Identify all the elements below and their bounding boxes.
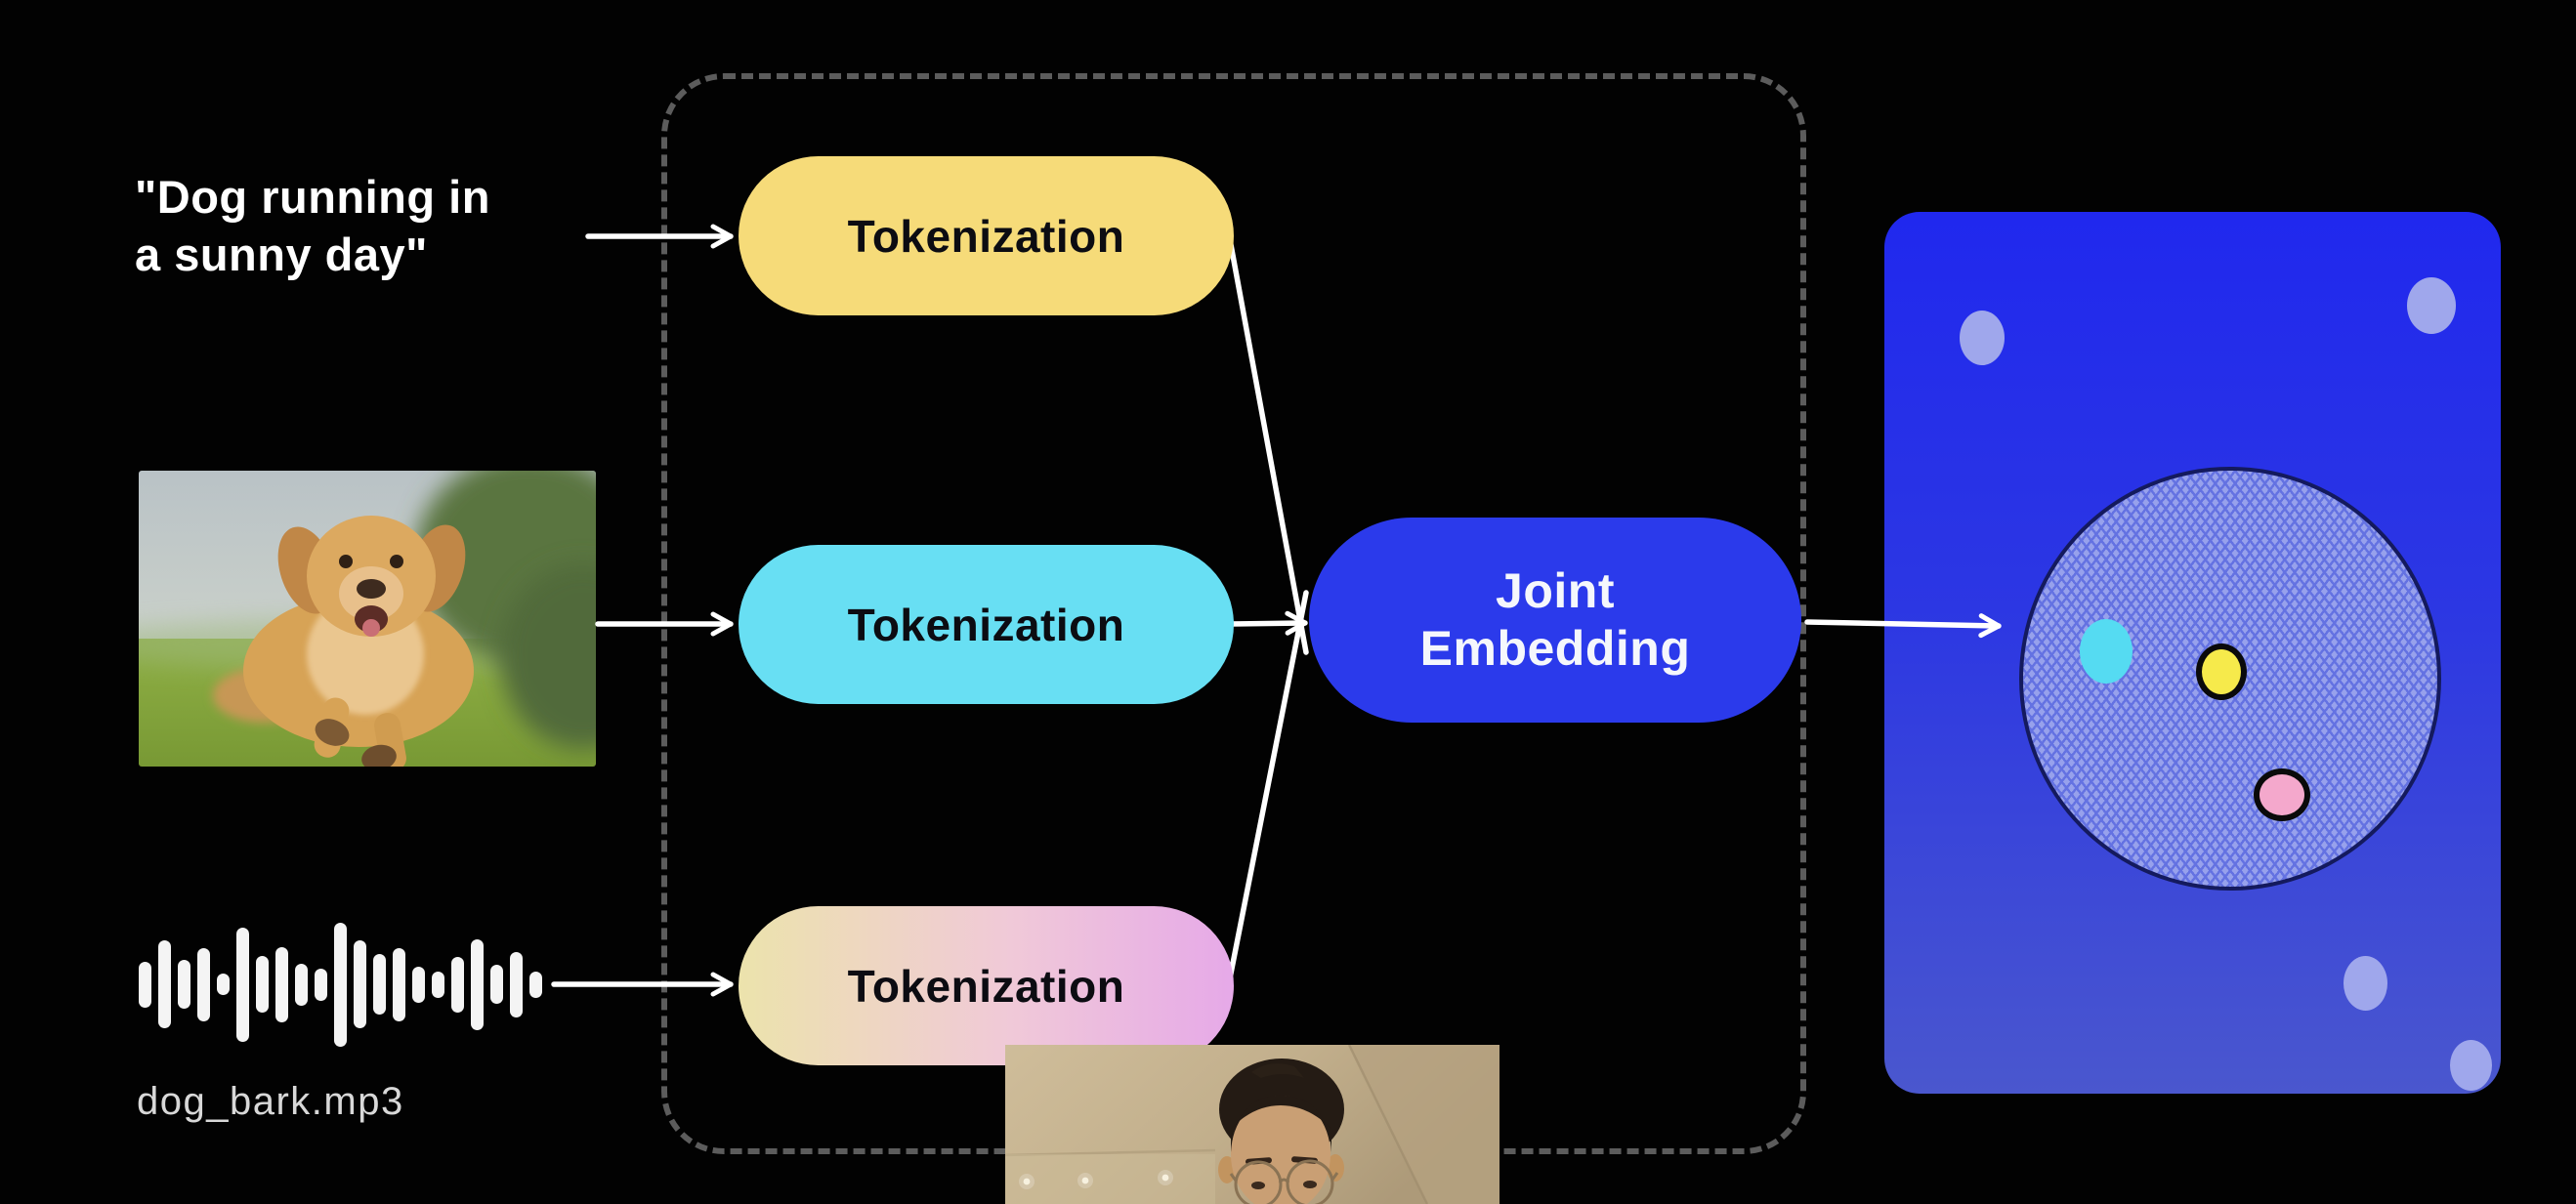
text-input-caption: "Dog running in a sunny day" xyxy=(135,168,490,283)
tokenization-pill-image: Tokenization xyxy=(739,545,1234,704)
embedding-dot-purple-1 xyxy=(1960,311,2005,365)
waveform-bar xyxy=(451,956,464,1013)
waveform-bar xyxy=(158,940,171,1028)
audio-filename: dog_bark.mp3 xyxy=(137,1080,404,1123)
tokenization-pill-text-label: Tokenization xyxy=(847,210,1125,262)
waveform-bar xyxy=(236,927,249,1042)
waveform-bar xyxy=(217,974,230,995)
waveform-bar xyxy=(256,956,269,1013)
tokenization-pill-audio-label: Tokenization xyxy=(847,960,1125,1012)
webcam-overlay xyxy=(1005,1045,1499,1204)
embedding-dot-purple-2 xyxy=(2407,277,2456,334)
presenter-face xyxy=(1218,1059,1344,1204)
waveform-bar xyxy=(412,966,425,1003)
tokenization-pill-text: Tokenization xyxy=(739,156,1234,315)
audio-waveform-icon xyxy=(139,920,553,1049)
embedding-dot-yellow xyxy=(2196,644,2247,700)
waveform-bar xyxy=(315,968,327,1001)
embedding-dot-cyan xyxy=(2080,619,2133,684)
waveform-bar xyxy=(510,951,523,1017)
waveform-bar xyxy=(334,922,347,1047)
waveform-bar xyxy=(373,954,386,1015)
waveform-bar xyxy=(178,960,190,1009)
waveform-bar xyxy=(275,946,288,1022)
dog-photo xyxy=(139,471,596,767)
waveform-bar xyxy=(354,940,366,1028)
waveform-bar xyxy=(139,961,151,1008)
embedding-dot-purple-4 xyxy=(2450,1040,2492,1091)
text-input-line-2: a sunny day" xyxy=(135,228,428,280)
embedding-dot-pink xyxy=(2254,768,2310,821)
tokenization-pill-image-label: Tokenization xyxy=(847,599,1125,650)
joint-embedding-label-line1: Joint xyxy=(1496,563,1615,618)
ceiling-lights xyxy=(1019,1170,1173,1189)
dog-photo-illustration xyxy=(139,471,596,767)
joint-embedding-label-line2: Embedding xyxy=(1419,621,1691,676)
waveform-bar xyxy=(471,938,484,1030)
waveform-bar xyxy=(197,947,210,1021)
waveform-bar xyxy=(393,947,405,1021)
embedding-dot-purple-3 xyxy=(2344,956,2387,1011)
waveform-bar xyxy=(529,971,542,998)
waveform-bar xyxy=(490,965,503,1004)
joint-embedding-pill: Joint Embedding xyxy=(1309,518,1801,723)
text-input-line-1: "Dog running in xyxy=(135,171,490,223)
waveform-bar xyxy=(432,971,444,998)
waveform-bar xyxy=(295,963,308,1006)
embedding-space-panel xyxy=(1884,212,2501,1094)
presenter-video xyxy=(1005,1045,1499,1204)
tokenization-pill-audio: Tokenization xyxy=(739,906,1234,1065)
